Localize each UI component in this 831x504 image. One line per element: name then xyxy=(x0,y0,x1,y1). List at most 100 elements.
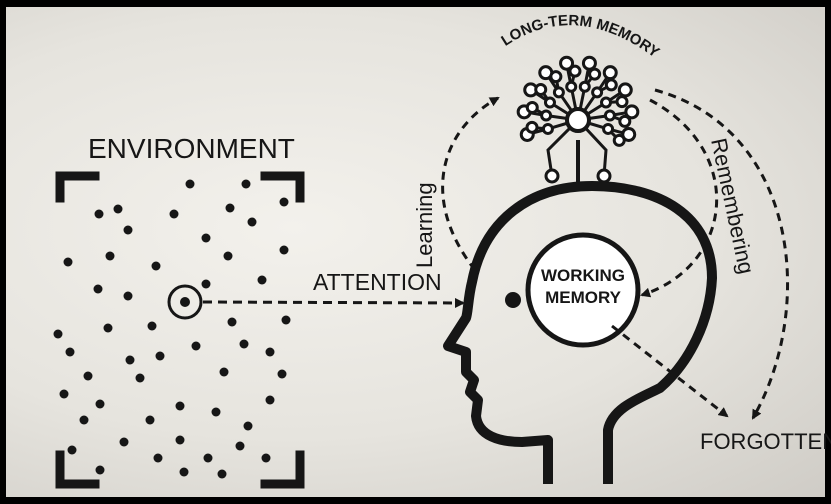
environment-dot xyxy=(123,225,133,235)
neuron-node xyxy=(540,109,553,122)
environment-dots xyxy=(53,179,291,479)
neuron-node xyxy=(600,96,613,109)
environment-dot xyxy=(277,369,287,379)
environment-dot xyxy=(155,351,165,361)
environment-dot xyxy=(223,251,233,261)
environment-dot xyxy=(95,465,105,475)
environment-dot xyxy=(79,415,89,425)
long-term-memory-hub xyxy=(565,107,591,133)
neuron-node xyxy=(603,109,616,122)
neuron-node xyxy=(612,133,626,147)
environment-dot xyxy=(239,339,249,349)
environment-dot xyxy=(281,315,291,325)
neuron-node xyxy=(591,86,604,99)
environment-dot xyxy=(169,209,179,219)
environment-dot xyxy=(53,329,63,339)
neuron-node xyxy=(581,55,597,71)
environment-dot xyxy=(65,347,75,357)
environment-dot xyxy=(241,179,251,189)
neuron-node xyxy=(602,122,615,135)
neuron-node xyxy=(578,80,591,93)
forgotten-label: FORGOTTEN xyxy=(700,429,831,454)
neuron-node xyxy=(617,82,633,98)
neuron-node xyxy=(604,78,618,92)
environment-dot xyxy=(211,407,221,417)
neuron-node xyxy=(541,122,554,135)
environment-label: ENVIRONMENT xyxy=(88,133,295,164)
neuron-node xyxy=(549,70,563,84)
environment-dot xyxy=(185,179,195,189)
environment-dot xyxy=(265,395,275,405)
neuron-node xyxy=(534,82,548,96)
book-page xyxy=(6,7,825,497)
frame-corner-bottom-right xyxy=(260,450,305,489)
environment-dot xyxy=(191,341,201,351)
environment-dot xyxy=(225,203,235,213)
environment-dot xyxy=(175,435,185,445)
neuron-node xyxy=(543,96,556,109)
neuron-node xyxy=(624,104,640,120)
environment-dot xyxy=(125,355,135,365)
environment-dot xyxy=(153,453,163,463)
environment-dot xyxy=(279,197,289,207)
neuron-node xyxy=(621,126,637,142)
environment-dot xyxy=(261,453,271,463)
environment-dot xyxy=(59,389,69,399)
environment-dot xyxy=(201,279,211,289)
neuron-branch xyxy=(576,118,608,177)
learning-arrow xyxy=(441,96,500,271)
neuron-node xyxy=(525,100,539,114)
environment-dot xyxy=(243,421,253,431)
environment-dot xyxy=(103,323,113,333)
environment-dot xyxy=(203,453,213,463)
working-memory-circle xyxy=(525,232,641,348)
environment-dot xyxy=(105,251,115,261)
environment-dot xyxy=(179,467,189,477)
frame-corner-top-right xyxy=(260,171,305,203)
attention-arrow xyxy=(202,297,465,308)
attention-target-dot xyxy=(180,297,190,307)
input-dot xyxy=(505,292,521,308)
environment-dot xyxy=(201,233,211,243)
environment-dot xyxy=(151,261,161,271)
environment-dot xyxy=(147,321,157,331)
neuron-node xyxy=(544,168,560,184)
environment-dot xyxy=(135,373,145,383)
environment-dot xyxy=(83,371,93,381)
environment-dot xyxy=(93,284,103,294)
forgetting-from-long-term-arrow xyxy=(654,88,790,420)
neuron-node xyxy=(615,95,629,109)
neuron-node xyxy=(559,55,575,71)
working-memory-line1: WORKING xyxy=(541,266,625,285)
working-memory-line2: MEMORY xyxy=(545,288,622,307)
neuron-node xyxy=(525,120,539,134)
environment-dot xyxy=(67,445,77,455)
environment-dot xyxy=(145,415,155,425)
environment-dot xyxy=(247,217,257,227)
environment-dot xyxy=(257,275,267,285)
attention-label: ATTENTION xyxy=(313,269,442,295)
long-term-memory-label: LONG-TERM MEMORY xyxy=(498,12,662,61)
environment-dot xyxy=(219,367,229,377)
forgetting-from-working-arrow xyxy=(611,324,729,418)
neuron-node xyxy=(618,114,632,128)
frame-corner-top-left xyxy=(55,171,100,203)
environment-dot xyxy=(95,399,105,409)
attention-target-ring xyxy=(167,284,203,320)
environment-dot xyxy=(217,469,227,479)
environment-dot xyxy=(94,209,104,219)
neuron-node xyxy=(602,65,618,81)
environment-dot xyxy=(63,257,73,267)
environment-dot xyxy=(279,245,289,255)
environment-dot xyxy=(175,401,185,411)
environment-dot xyxy=(113,204,123,214)
environment-dot xyxy=(265,347,275,357)
neuron-node xyxy=(565,80,578,93)
neuron-node xyxy=(588,67,602,81)
environment-dot xyxy=(235,441,245,451)
neuron-node xyxy=(552,86,565,99)
environment-dot xyxy=(119,437,129,447)
neuron-branch xyxy=(546,118,580,177)
